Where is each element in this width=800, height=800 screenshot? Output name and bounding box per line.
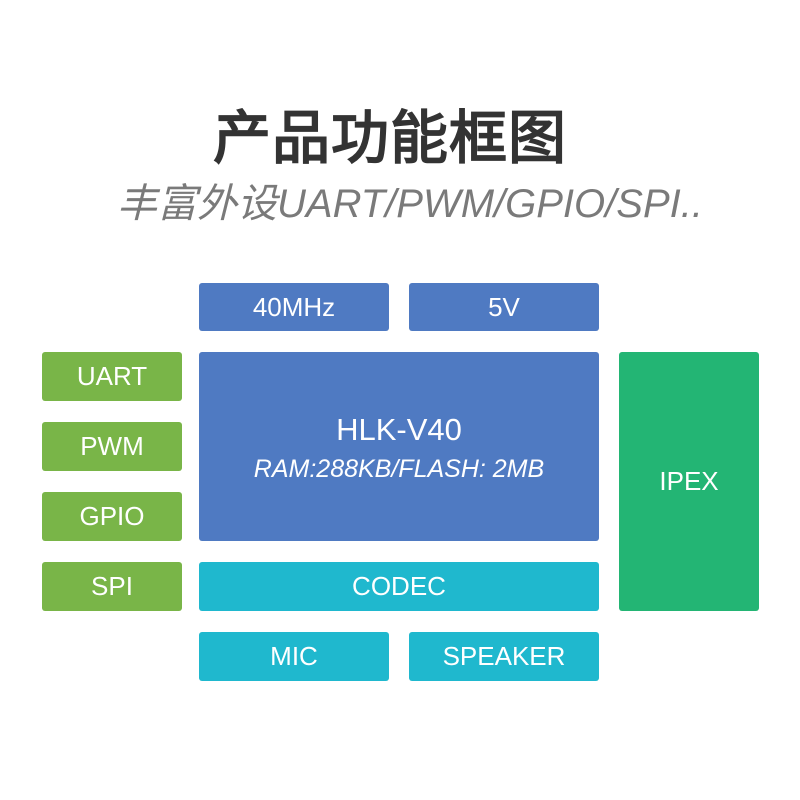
chip-name: HLK-V40 (336, 411, 462, 447)
speaker-label: SPEAKER (442, 641, 566, 671)
speaker-block: SPEAKER (409, 632, 599, 681)
clock-label: 40MHz (252, 291, 336, 322)
peripheral-block-spi: SPI (42, 562, 182, 611)
clock-block: 40MHz (199, 283, 389, 331)
power-block: 5V (409, 283, 599, 331)
mic-block: MIC (199, 632, 389, 681)
chip-memory: RAM:288KB/FLASH: 2MB (253, 454, 545, 483)
peripheral-label: GPIO (79, 501, 145, 531)
diagram-title: 产品功能框图 (212, 106, 567, 171)
peripheral-block-gpio: GPIO (42, 492, 182, 541)
antenna-label: IPEX (659, 466, 719, 496)
codec-label: CODEC (352, 571, 446, 601)
peripheral-block-uart: UART (42, 352, 182, 401)
peripheral-label: SPI (91, 571, 133, 601)
antenna-block: IPEX (619, 352, 759, 611)
codec-block: CODEC (199, 562, 599, 611)
mic-label: MIC (270, 641, 318, 671)
peripheral-block-pwm: PWM (42, 422, 182, 471)
peripheral-label: PWM (80, 431, 144, 461)
chip-block: HLK-V40 RAM:288KB/FLASH: 2MB (199, 352, 599, 541)
power-label: 5V (488, 291, 520, 322)
peripheral-label: UART (76, 361, 148, 391)
diagram-subtitle: 丰富外设UART/PWM/GPIO/SPI.. (117, 182, 703, 226)
